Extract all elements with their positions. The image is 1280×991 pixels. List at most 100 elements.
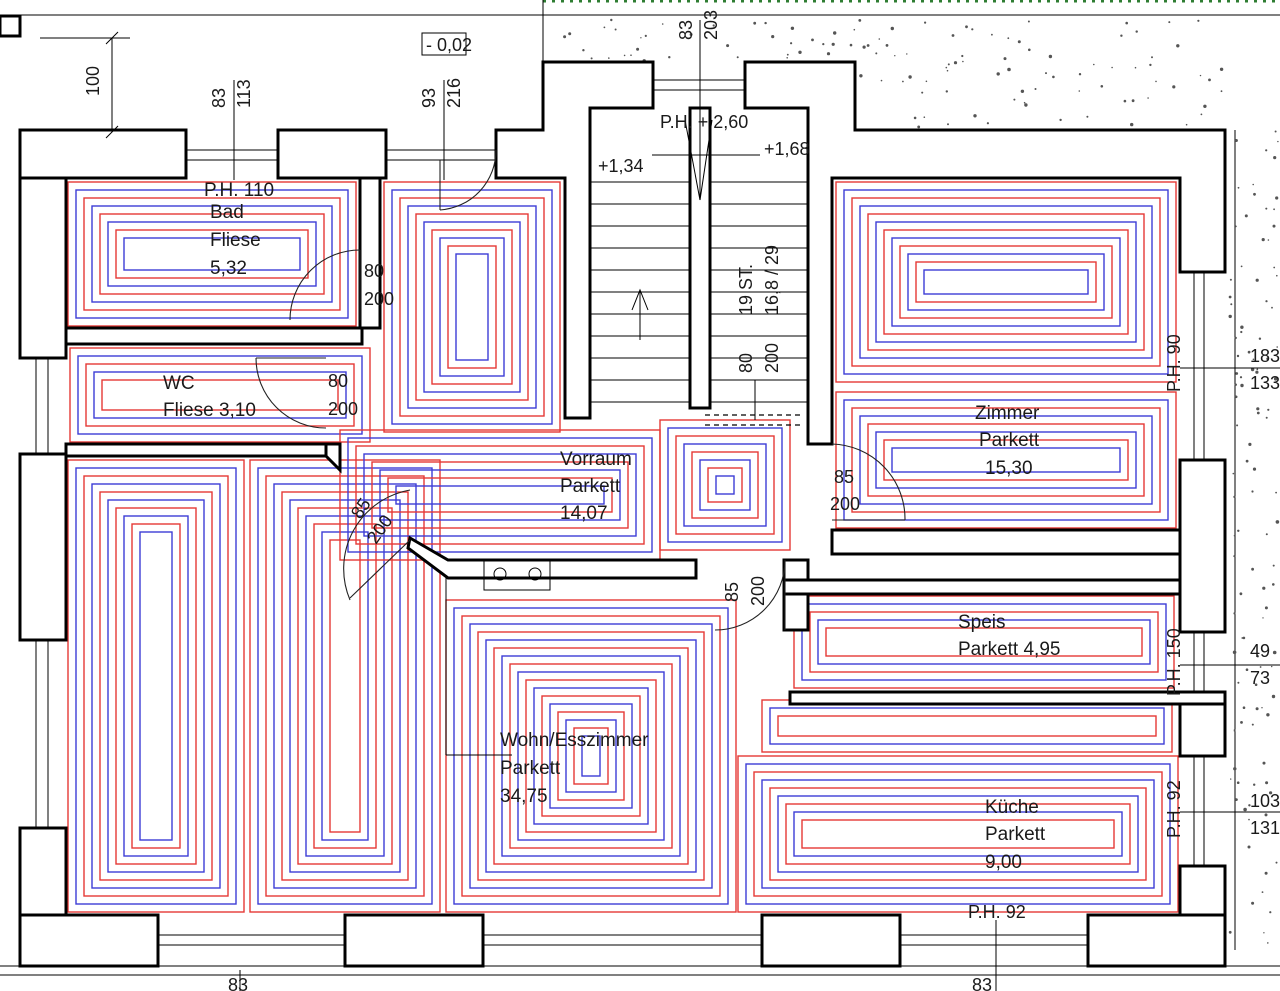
svg-text:200: 200 (748, 576, 768, 606)
svg-text:103: 103 (1250, 791, 1280, 811)
pipe-loop (439, 237, 505, 377)
pipe-loop (85, 363, 355, 427)
pipe-loop (817, 619, 1151, 665)
pipe-loop (249, 459, 441, 913)
pipe-loop (843, 189, 1169, 375)
pipe-loop (67, 181, 357, 327)
svg-text:85: 85 (722, 582, 742, 602)
stair-ph: P.H. + 2,60 (660, 112, 748, 132)
zimmer-floor: Parkett (979, 430, 1040, 451)
pipe-loop (477, 631, 705, 881)
svg-text:73: 73 (1250, 668, 1270, 688)
pipe-loop (273, 483, 417, 889)
pipe-loop (793, 811, 1123, 857)
pipe-loop (667, 427, 783, 543)
svg-text:85: 85 (347, 494, 375, 522)
vorraum-area: 14,07 (560, 503, 608, 524)
svg-text:200: 200 (830, 494, 860, 514)
pipe-loop (123, 237, 301, 271)
pipe-loop (355, 445, 645, 545)
pipe-loop (371, 461, 629, 529)
kueche-coil (737, 755, 1179, 913)
svg-text:P.H. 92: P.H. 92 (1164, 780, 1184, 838)
svg-text:183: 183 (1250, 346, 1280, 366)
pipe-loop (851, 407, 1161, 513)
pipe-loop (769, 707, 1165, 745)
svg-text:200: 200 (762, 343, 782, 373)
pipe-loop (891, 447, 1121, 473)
wall-bottom-4 (1086, 913, 1227, 968)
speis-floor: Parkett 4,95 (958, 639, 1060, 660)
svg-text:203: 203 (701, 10, 721, 40)
pipe-loop (525, 679, 657, 833)
svg-text:83: 83 (228, 975, 248, 991)
pipe-loop (383, 181, 561, 433)
vorraum-name: Vorraum (560, 449, 632, 470)
pipe-loop (835, 391, 1177, 529)
pipe-loop (101, 379, 339, 411)
pipe-loop (363, 453, 637, 537)
pipe-loop (77, 355, 363, 435)
pipe-loop (447, 245, 497, 369)
svg-text:P.H. 150: P.H. 150 (1164, 628, 1184, 696)
pipe-loop (313, 523, 377, 849)
pipe-loop (115, 229, 309, 279)
stair-wall-right (743, 60, 1227, 446)
wohn-area: 34,75 (500, 786, 548, 807)
svg-text:80: 80 (328, 371, 348, 391)
pipe-loop (407, 205, 537, 409)
pipe-loop (835, 181, 1177, 383)
wall-wc-wohn (64, 442, 328, 458)
staircase (590, 20, 808, 426)
pipe-loop (549, 703, 633, 809)
wohn-name: Wohn/Esszimmer (500, 730, 649, 751)
floor-heating-pipes (64, 181, 1179, 913)
pipe-loop (867, 423, 1145, 497)
hall-coil (383, 181, 561, 433)
pipe-loop (699, 459, 751, 511)
svg-text:+1,34: +1,34 (598, 156, 644, 176)
svg-text:P.H. 90: P.H. 90 (1164, 334, 1184, 392)
pipe-loop (297, 507, 393, 865)
kueche-floor: Parkett (985, 824, 1046, 845)
pipe-loop (777, 795, 1139, 873)
zimmer-area: 15,30 (985, 458, 1033, 479)
svg-text:49: 49 (1250, 641, 1270, 661)
pipe-loop (123, 515, 189, 857)
pipe-loop (745, 763, 1171, 905)
speis-name: Speis (958, 612, 1006, 633)
wall-right-mid (1178, 458, 1227, 634)
pipe-loop (99, 213, 325, 295)
svg-text:+1,68: +1,68 (764, 139, 810, 159)
zimmer-bottom-coil (835, 391, 1177, 529)
vorraum-coil (659, 419, 791, 551)
pipe-loop (557, 711, 625, 801)
pipe-loop (533, 687, 649, 825)
wohn-mid-coil (249, 459, 441, 913)
exterior-terrain (20, 0, 1280, 950)
pipe-loop (391, 189, 553, 425)
pipe-loop (675, 435, 775, 535)
wall-bad-wc (64, 326, 364, 346)
svg-text:80: 80 (364, 261, 384, 281)
wall-top-2 (276, 128, 388, 180)
pipe-loop (461, 615, 721, 897)
wall-right-low (1178, 702, 1227, 758)
pipe-loop (659, 419, 791, 551)
dimension-lines (40, 31, 1280, 991)
pipe-loop (899, 245, 1113, 319)
pipe-loop (265, 475, 425, 897)
pipe-loop (75, 189, 349, 319)
pipe-loop (891, 237, 1121, 327)
pipe-loop (923, 269, 1089, 295)
stair-wall-left (494, 60, 655, 420)
wc-coil (69, 347, 371, 443)
pipe-loop (683, 443, 767, 527)
wall-speis-kueche (788, 690, 1227, 706)
bad-area: 5,32 (210, 258, 247, 279)
pipe-loop (131, 523, 181, 849)
svg-text:83: 83 (676, 20, 696, 40)
pipe-loop (453, 607, 729, 905)
bad-floor: Fliese (210, 230, 261, 251)
wc-floor: Fliese 3,10 (163, 400, 256, 421)
